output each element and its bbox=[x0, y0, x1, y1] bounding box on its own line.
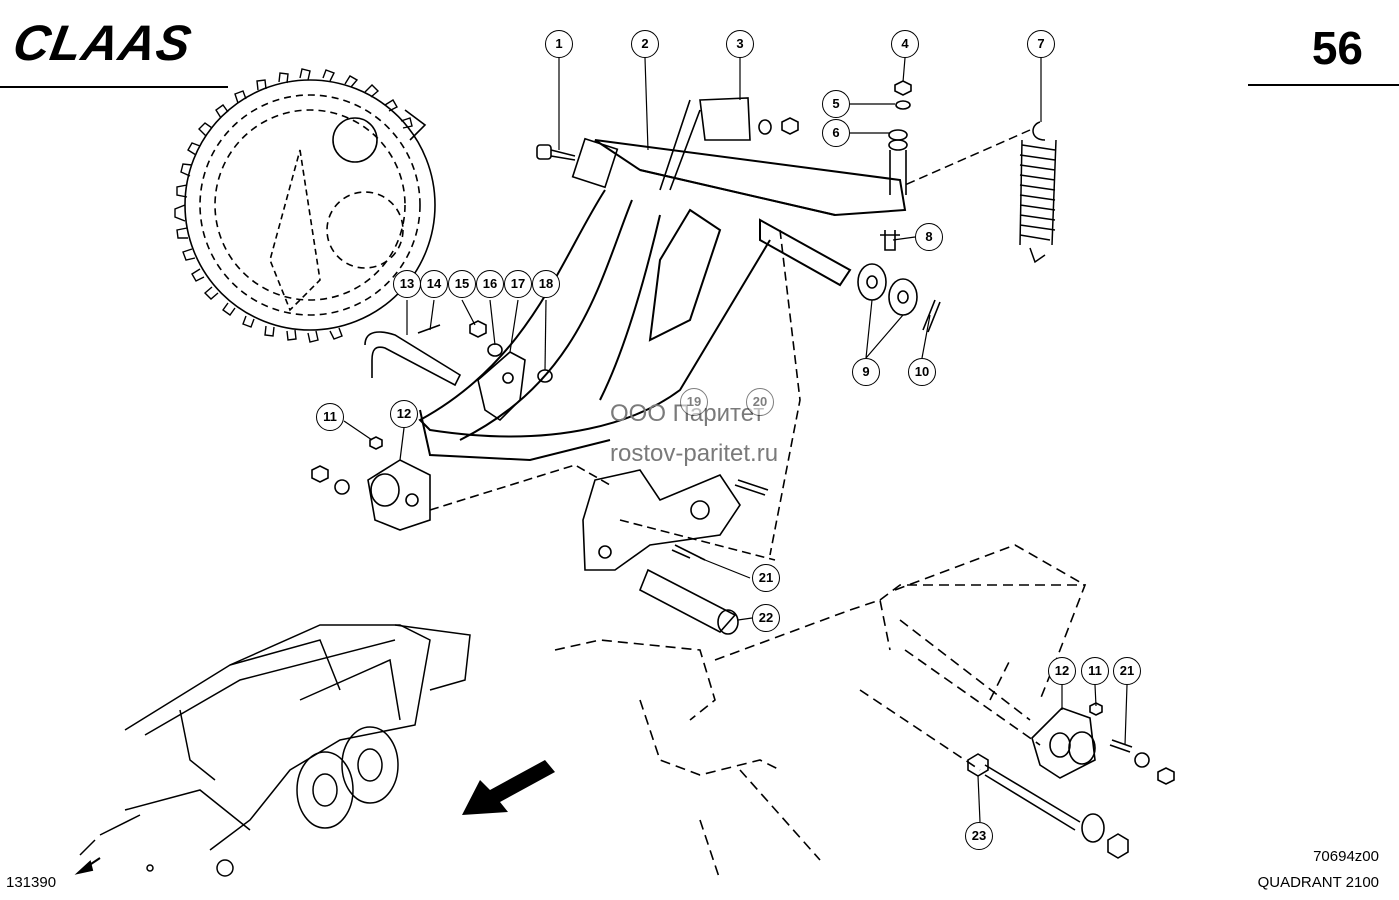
callout-12-lower: 12 bbox=[1048, 657, 1076, 685]
callout-21-lower: 21 bbox=[1113, 657, 1141, 685]
header-rule-right bbox=[1248, 84, 1399, 86]
callout-17: 17 bbox=[504, 270, 532, 298]
callout-18: 18 bbox=[532, 270, 560, 298]
callout-13: 13 bbox=[393, 270, 421, 298]
callout-3: 3 bbox=[726, 30, 754, 58]
plate-part-3 bbox=[659, 97, 799, 191]
leader-lines bbox=[343, 57, 1128, 823]
tensioner-arm bbox=[418, 139, 907, 462]
callout-23: 23 bbox=[965, 822, 993, 850]
watermark-line-2: rostov-paritet.ru bbox=[610, 440, 779, 467]
callout-11-lower: 11 bbox=[1081, 657, 1109, 685]
reference-number-left: 131390 bbox=[6, 874, 57, 891]
bracket-parts-19-22 bbox=[582, 229, 801, 635]
lower-parts bbox=[967, 702, 1175, 859]
brand-logo: CLAAS bbox=[9, 15, 197, 71]
callout-1: 1 bbox=[545, 30, 573, 58]
callout-10: 10 bbox=[908, 358, 936, 386]
sprocket-wheel bbox=[184, 79, 436, 331]
direction-arrow bbox=[462, 760, 555, 815]
callout-9: 9 bbox=[852, 358, 880, 386]
callout-14: 14 bbox=[420, 270, 448, 298]
callout-16: 16 bbox=[476, 270, 504, 298]
callout-12: 12 bbox=[390, 400, 418, 428]
header-rule-left bbox=[0, 86, 228, 88]
callout-6: 6 bbox=[822, 119, 850, 147]
page-number: 56 bbox=[1311, 22, 1363, 74]
sprocket-teeth bbox=[174, 68, 413, 343]
callout-19: 19 bbox=[680, 388, 708, 416]
tow-arrow bbox=[74, 857, 101, 875]
callout-11: 11 bbox=[316, 403, 344, 431]
frame-outline bbox=[554, 544, 1087, 881]
callout-20: 20 bbox=[746, 388, 774, 416]
callout-4: 4 bbox=[891, 30, 919, 58]
callout-7: 7 bbox=[1027, 30, 1055, 58]
callout-2: 2 bbox=[631, 30, 659, 58]
bolt-part-1 bbox=[536, 137, 619, 189]
model-name: QUADRANT 2100 bbox=[1257, 874, 1379, 891]
reference-number-right: 70694z00 bbox=[1313, 848, 1379, 865]
callout-21: 21 bbox=[752, 564, 780, 592]
callout-22: 22 bbox=[752, 604, 780, 632]
callout-5: 5 bbox=[822, 90, 850, 118]
callout-15: 15 bbox=[448, 270, 476, 298]
spring-part-7 bbox=[904, 121, 1057, 264]
baler-illustration bbox=[79, 624, 471, 877]
fasteners-4-5-6-8 bbox=[880, 80, 912, 251]
callout-8: 8 bbox=[915, 223, 943, 251]
